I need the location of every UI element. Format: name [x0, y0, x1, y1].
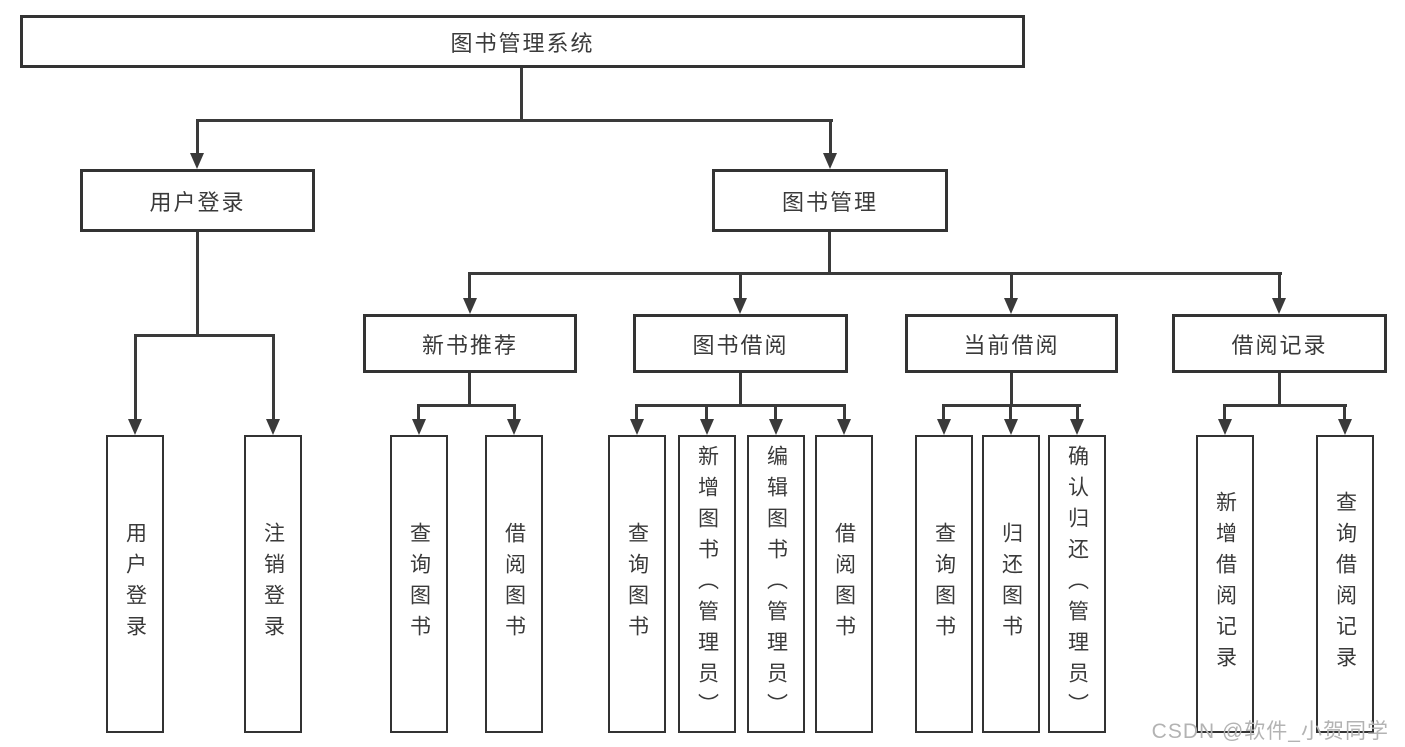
node-new-book-recommend: 新书推荐	[363, 314, 577, 373]
arrow-down-icon	[190, 153, 204, 169]
leaf-logout-label: 注销登录	[261, 522, 285, 646]
connector-line	[774, 404, 777, 420]
connector-line	[1076, 404, 1079, 420]
connector-line	[417, 404, 516, 407]
arrow-down-icon	[266, 419, 280, 435]
connector-line	[196, 119, 833, 122]
node-new-book-recommend-label: 新书推荐	[421, 332, 518, 358]
arrow-down-icon	[1070, 419, 1084, 435]
leaf-query-borrow-record: 查询借阅记录	[1316, 435, 1374, 733]
connector-line	[1278, 373, 1281, 406]
connector-line	[1223, 404, 1347, 407]
leaf-logout: 注销登录	[244, 435, 302, 733]
node-user-login: 用户登录	[80, 169, 315, 232]
connector-line	[829, 119, 832, 155]
arrow-down-icon	[463, 298, 477, 314]
arrow-down-icon	[937, 419, 951, 435]
node-current-borrow: 当前借阅	[905, 314, 1118, 373]
leaf-borrow-books-recommend: 借阅图书	[485, 435, 543, 733]
arrow-down-icon	[700, 419, 714, 435]
leaf-return-books: 归还图书	[982, 435, 1040, 733]
arrow-down-icon	[507, 419, 521, 435]
connector-line	[513, 404, 516, 420]
leaf-query-books-borrow-label: 查询图书	[625, 522, 649, 646]
leaf-add-borrow-record-label: 新增借阅记录	[1213, 491, 1237, 677]
connector-line	[1010, 272, 1013, 300]
leaf-user-login-label: 用户登录	[123, 522, 147, 646]
node-root-label: 图书管理系统	[450, 30, 595, 56]
connector-line	[635, 404, 638, 420]
node-current-borrow-label: 当前借阅	[963, 332, 1060, 358]
leaf-confirm-return-admin-label: 确认归还（管理员）	[1065, 444, 1089, 724]
connector-line	[942, 404, 945, 420]
leaf-edit-books-admin-label: 编辑图书（管理员）	[764, 444, 788, 724]
connector-line	[739, 272, 742, 300]
connector-line	[134, 334, 275, 337]
arrow-down-icon	[837, 419, 851, 435]
node-borrow-records: 借阅记录	[1172, 314, 1387, 373]
arrow-down-icon	[1272, 298, 1286, 314]
leaf-add-books-admin-label: 新增图书（管理员）	[695, 444, 719, 724]
connector-line	[1009, 404, 1012, 420]
leaf-borrow-books-recommend-label: 借阅图书	[502, 522, 526, 646]
connector-line	[196, 119, 199, 155]
leaf-query-books-recommend-label: 查询图书	[407, 522, 431, 646]
leaf-add-books-admin: 新增图书（管理员）	[678, 435, 736, 733]
arrow-down-icon	[1338, 419, 1352, 435]
node-user-login-label: 用户登录	[149, 189, 246, 215]
leaf-query-books-borrow: 查询图书	[608, 435, 666, 733]
node-book-management-label: 图书管理	[781, 189, 878, 215]
connector-line	[468, 272, 1282, 275]
leaf-query-books-recommend: 查询图书	[390, 435, 448, 733]
connector-line	[1343, 404, 1346, 420]
connector-line	[828, 232, 831, 274]
arrow-down-icon	[1004, 298, 1018, 314]
connector-line	[635, 404, 846, 407]
connector-line	[739, 373, 742, 406]
leaf-borrow-books-label: 借阅图书	[832, 522, 856, 646]
connector-line	[1223, 404, 1226, 420]
arrow-down-icon	[1218, 419, 1232, 435]
arrow-down-icon	[823, 153, 837, 169]
leaf-edit-books-admin: 编辑图书（管理员）	[747, 435, 805, 733]
leaf-query-books-current-label: 查询图书	[932, 522, 956, 646]
leaf-borrow-books: 借阅图书	[815, 435, 873, 733]
arrow-down-icon	[630, 419, 644, 435]
node-book-borrow: 图书借阅	[633, 314, 848, 373]
connector-line	[272, 334, 275, 419]
connector-line	[705, 404, 708, 420]
connector-line	[843, 404, 846, 420]
node-book-borrow-label: 图书借阅	[692, 332, 789, 358]
watermark: CSDN @软件_小贺同学	[1151, 720, 1389, 743]
arrow-down-icon	[733, 298, 747, 314]
arrow-down-icon	[1004, 419, 1018, 435]
leaf-user-login: 用户登录	[106, 435, 164, 733]
connector-line	[417, 404, 420, 420]
connector-line	[468, 272, 471, 300]
leaf-query-borrow-record-label: 查询借阅记录	[1333, 491, 1357, 677]
arrow-down-icon	[769, 419, 783, 435]
connector-line	[1278, 272, 1281, 300]
connector-line	[468, 373, 471, 406]
node-root: 图书管理系统	[20, 15, 1025, 68]
arrow-down-icon	[412, 419, 426, 435]
leaf-confirm-return-admin: 确认归还（管理员）	[1048, 435, 1106, 733]
leaf-query-books-current: 查询图书	[915, 435, 973, 733]
connector-line	[520, 68, 523, 121]
node-borrow-records-label: 借阅记录	[1231, 332, 1328, 358]
node-book-management: 图书管理	[712, 169, 948, 232]
connector-line	[196, 232, 199, 336]
leaf-add-borrow-record: 新增借阅记录	[1196, 435, 1254, 733]
leaf-return-books-label: 归还图书	[999, 522, 1023, 646]
connector-line	[134, 334, 137, 419]
arrow-down-icon	[128, 419, 142, 435]
connector-line	[1010, 373, 1013, 406]
